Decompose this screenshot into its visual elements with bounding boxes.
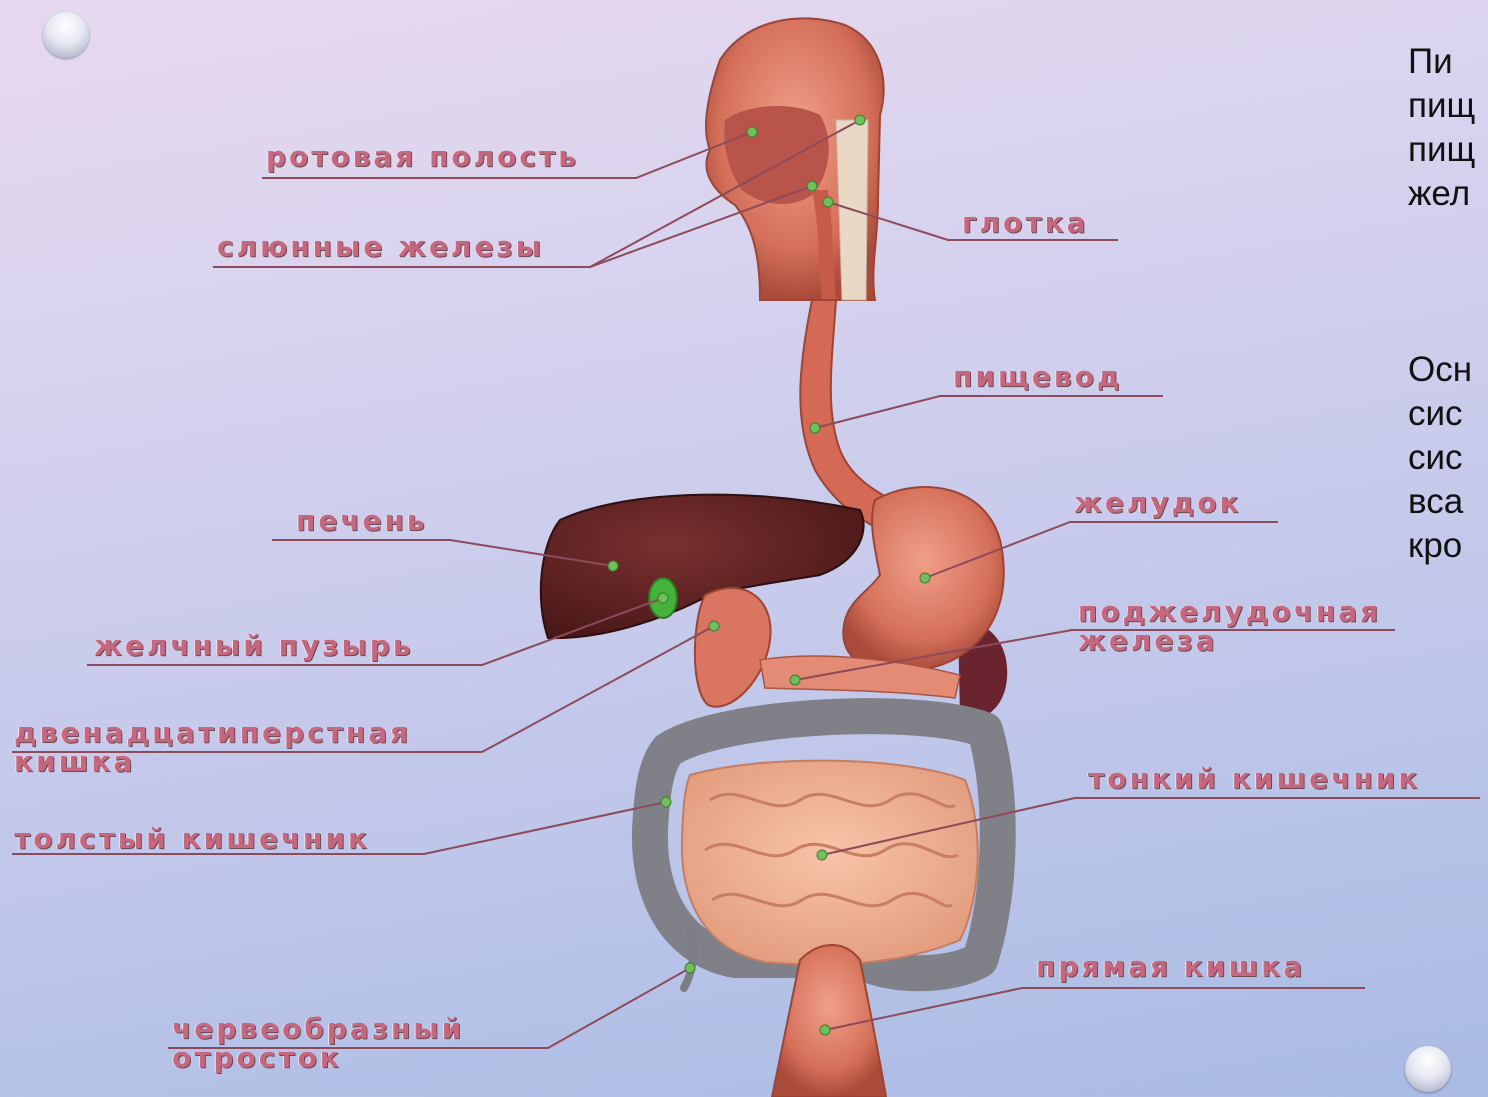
side-text-paragraph-2: Осн сис сис вса кро <box>1408 348 1488 568</box>
label-rectum: прямая кишка <box>1036 952 1305 981</box>
label-mouth: ротовая полость <box>266 142 579 171</box>
label-esophagus: пищевод <box>953 362 1122 391</box>
label-pancreas: поджелудочная железа <box>1078 597 1408 655</box>
glass-orb-icon <box>1405 1046 1451 1092</box>
label-liver: печень <box>296 506 428 535</box>
label-stomach: желудок <box>1074 488 1241 517</box>
label-gallbladder: желчный пузырь <box>94 631 414 660</box>
head-section <box>706 18 884 300</box>
side-text-paragraph-1: Пи пищ пищ жел <box>1408 40 1488 216</box>
glass-orb-icon <box>43 12 89 58</box>
label-salivary-glands: слюнные железы <box>217 232 544 261</box>
label-duodenum: двенадцатиперстная кишка <box>14 718 484 776</box>
small-intestine-organ <box>682 761 978 965</box>
label-small-intestine: тонкий кишечник <box>1088 764 1420 793</box>
label-appendix: червеобразный отросток <box>172 1014 502 1072</box>
duodenum-organ <box>695 588 771 707</box>
label-pharynx: глотка <box>962 208 1089 237</box>
label-large-intestine: толстый кишечник <box>14 824 370 853</box>
